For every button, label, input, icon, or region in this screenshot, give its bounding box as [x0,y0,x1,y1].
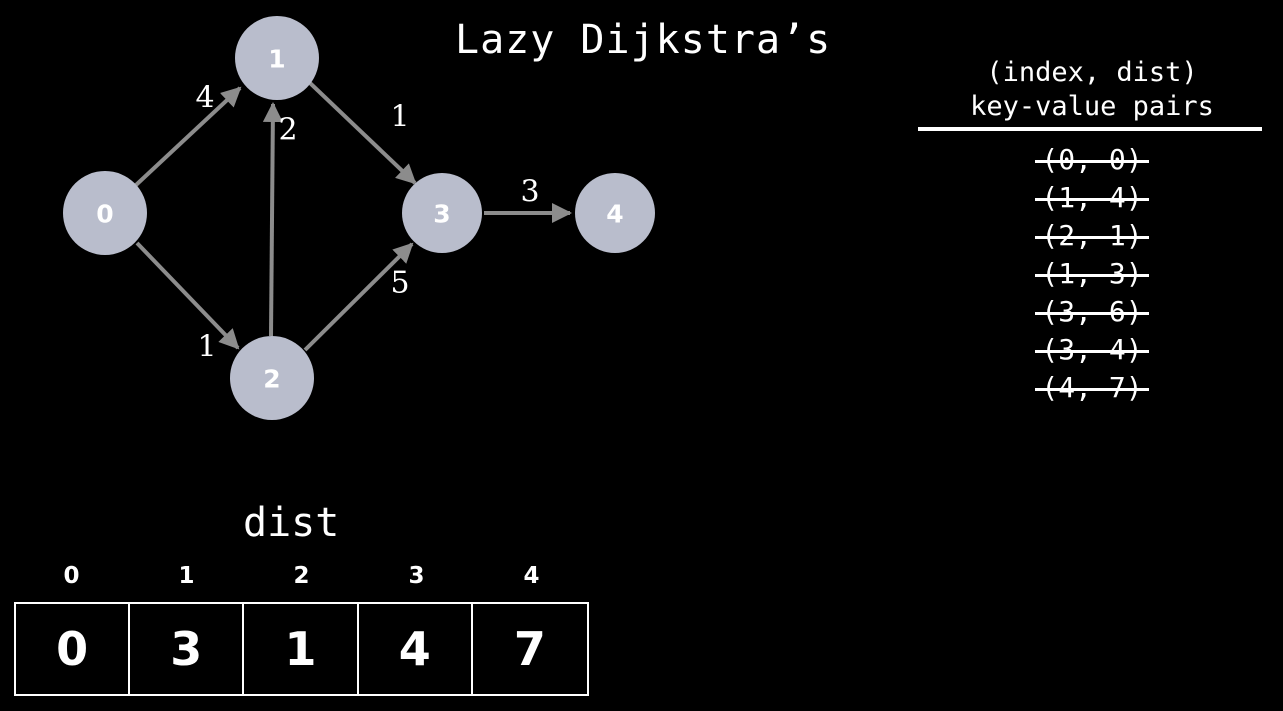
graph-node-3[interactable]: 3 [402,173,482,253]
dist-array-title: dist [243,500,340,546]
node-circle-4 [575,173,655,253]
node-label-4: 4 [606,200,623,229]
kv-row-text: (2, 1) [1035,217,1149,255]
dist-index-4: 4 [523,563,540,589]
node-label-0: 0 [96,200,113,229]
dist-cell-3[interactable]: 4 [359,604,473,694]
dist-index-row: 0 1 2 3 4 [14,563,589,589]
kv-row[interactable]: (0, 0) [918,141,1266,179]
page-title: Lazy Dijkstra’s [455,17,832,63]
dist-cell-1[interactable]: 3 [130,604,245,694]
kv-row[interactable]: (1, 3) [918,255,1266,293]
edge-1-to-3 [308,81,417,185]
kv-header-line-2: key-value pairs [970,91,1214,122]
edge-weight-2-1: 2 [278,113,297,148]
node-circle-1 [235,16,319,100]
kv-row-text: (1, 4) [1035,179,1149,217]
edge-weight-3-4: 3 [520,175,539,210]
dist-value-row: 0 3 1 4 7 [14,602,589,696]
kv-row-text: (1, 3) [1035,255,1149,293]
edge-weight-2-3: 5 [390,266,409,301]
dist-index-3: 3 [408,563,425,589]
kv-header-line-1: (index, dist) [986,57,1198,88]
dist-cell-0[interactable]: 0 [16,604,131,694]
kv-row[interactable]: (3, 6) [918,293,1266,331]
edge-weight-1-3: 1 [390,100,409,135]
node-circle-0 [63,171,147,255]
kv-row-text: (3, 6) [1035,293,1149,331]
key-value-panel: (index, dist) key-value pairs (0, 0) (1,… [918,56,1266,407]
dist-index-0: 0 [63,563,80,589]
graph-node-4[interactable]: 4 [575,173,655,253]
kv-row[interactable]: (1, 4) [918,179,1266,217]
edge-0-to-1 [134,86,242,187]
kv-row[interactable]: (4, 7) [918,369,1266,407]
graph-diagram: 0 1 2 3 4 4 1 2 1 5 [63,16,655,420]
kv-row[interactable]: (3, 4) [918,331,1266,369]
graph-node-1[interactable]: 1 [235,16,319,100]
dist-index-2: 2 [293,563,310,589]
kv-row-text: (3, 4) [1035,331,1149,369]
dist-index-1: 1 [178,563,195,589]
kv-row-list: (0, 0) (1, 4) (2, 1) (1, 3) (3, 6) (3, 4… [918,141,1266,407]
kv-row-text: (4, 7) [1035,369,1149,407]
kv-row-text: (0, 0) [1035,141,1149,179]
dist-cell-2[interactable]: 1 [244,604,359,694]
kv-header-divider [918,127,1262,131]
edge-2-to-3 [303,242,414,352]
node-label-2: 2 [263,365,280,394]
edge-2-to-1 [262,102,283,337]
graph-edge-weights: 4 1 2 1 5 3 [195,81,539,365]
graph-node-2[interactable]: 2 [230,336,314,420]
node-label-3: 3 [433,200,450,229]
dist-cell-4[interactable]: 7 [513,622,546,676]
node-circle-2 [230,336,314,420]
graph-node-0[interactable]: 0 [63,171,147,255]
edge-weight-0-1: 4 [195,81,214,116]
graph-nodes: 0 1 2 3 4 [63,16,655,420]
edge-0-to-2 [135,241,240,350]
edge-weight-0-2: 1 [197,330,216,365]
node-circle-3 [402,173,482,253]
kv-row[interactable]: (2, 1) [918,217,1266,255]
node-label-1: 1 [268,45,285,74]
graph-edges [134,81,572,352]
